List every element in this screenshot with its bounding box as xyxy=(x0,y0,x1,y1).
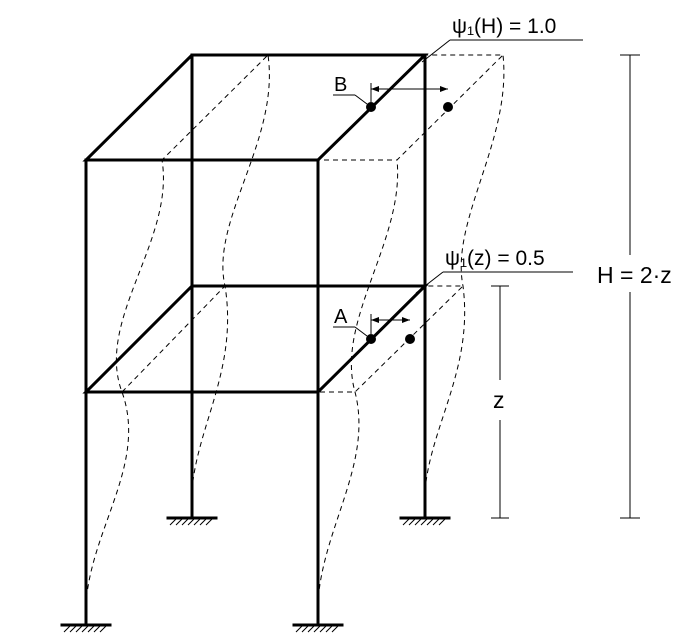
psi-h-leader xyxy=(421,39,451,63)
point-b-group: B xyxy=(333,74,453,112)
support-back-left xyxy=(166,516,218,526)
psi-z-label: ψ₁(z) = 0.5 xyxy=(445,247,545,270)
point-b-leader xyxy=(354,94,368,105)
psi-z-leader xyxy=(415,271,444,294)
point-b-label: B xyxy=(334,74,347,96)
deformed-column-back-right xyxy=(423,54,505,519)
point-b-marker xyxy=(366,102,376,112)
height-z-dimension: z xyxy=(491,285,509,519)
point-a-label: A xyxy=(334,306,348,328)
deformed-shape xyxy=(85,54,505,626)
point-a-leader xyxy=(354,326,368,337)
psi-h-annotation: ψ₁(H) = 1.0 xyxy=(421,15,583,63)
point-b-arrowhead-left xyxy=(371,86,379,92)
supports xyxy=(60,516,451,633)
psi-h-label: ψ₁(H) = 1.0 xyxy=(452,15,556,38)
height-z-label: z xyxy=(493,387,505,413)
height-total-dimension: H = 2·z xyxy=(597,54,672,519)
point-a-group: A xyxy=(333,306,415,344)
support-front-left xyxy=(60,623,112,633)
point-b-displaced-marker xyxy=(443,102,453,112)
point-a-marker xyxy=(366,334,376,344)
height-total-label: H = 2·z xyxy=(597,262,672,288)
deformed-column-front-right xyxy=(317,159,399,626)
support-back-right xyxy=(399,516,451,526)
point-a-arrowhead-left xyxy=(371,317,379,323)
support-front-right xyxy=(292,623,344,633)
point-b-arrowhead-right xyxy=(440,86,448,92)
point-a-displaced-marker xyxy=(405,334,415,344)
point-a-arrowhead-right xyxy=(402,317,410,323)
roof-beams xyxy=(82,53,429,162)
psi-z-annotation: ψ₁(z) = 0.5 xyxy=(415,247,573,294)
